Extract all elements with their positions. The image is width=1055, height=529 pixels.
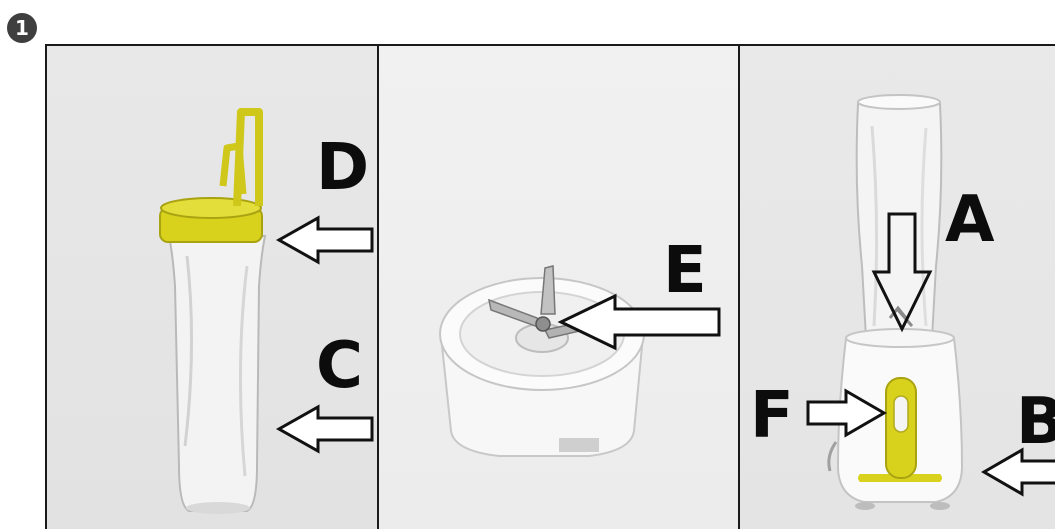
step-number-badge: 1 [7,13,37,43]
label-b: B [1016,390,1055,454]
bottle-body [169,236,265,511]
panel-bottle: D C [45,44,377,529]
label-c: C [316,334,363,398]
label-f: F [750,384,794,448]
step-number: 1 [15,16,29,40]
label-e: E [663,239,707,303]
label-d: D [316,136,369,200]
panel-blender: A F B [738,44,1055,529]
arrow-c [279,407,372,451]
bottle-illustration [47,46,377,529]
panel-blade: E [377,44,738,529]
blade-top [541,266,555,314]
arrow-d [279,218,372,262]
label-a: A [945,188,995,252]
blender-jar [857,104,942,338]
blender-illustration [740,46,1055,529]
